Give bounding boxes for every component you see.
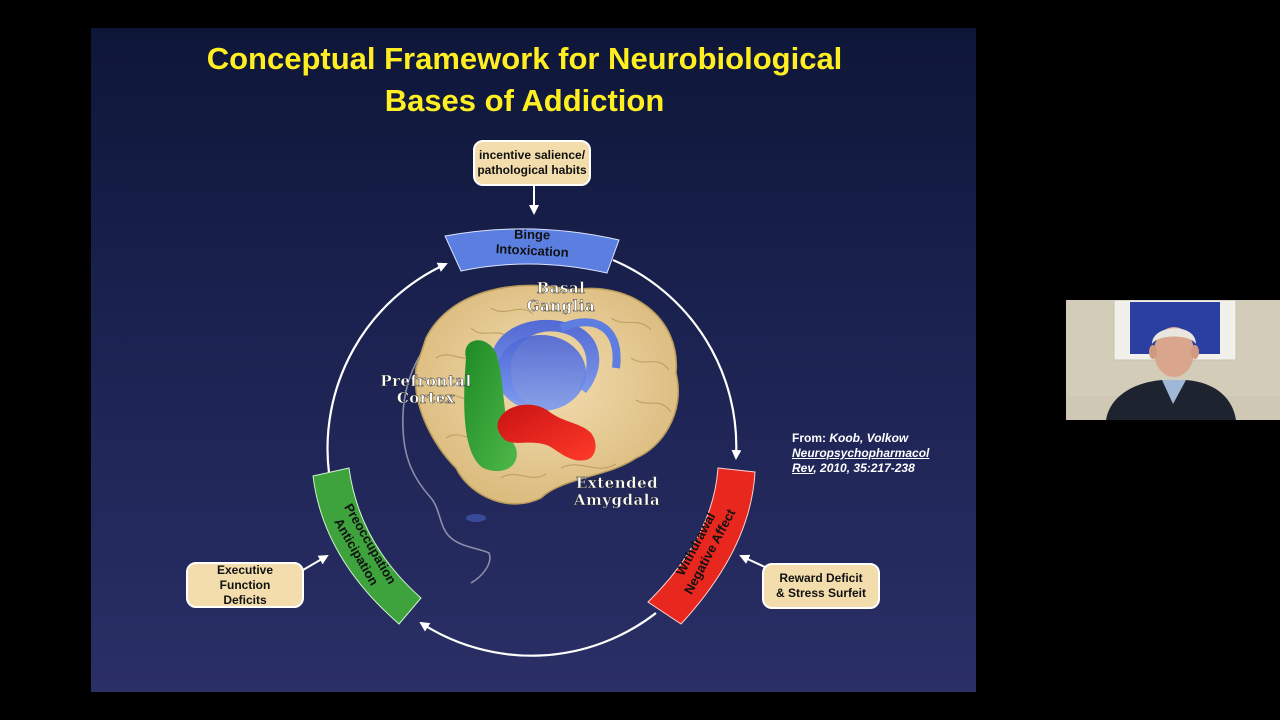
title-line-1: Conceptual Framework for Neurobiological xyxy=(206,41,843,76)
box-reward-line1: Reward Deficit xyxy=(779,571,863,585)
citation: From: Koob, Volkow Neuropsychopharmacol … xyxy=(792,431,929,476)
brain-illustration: Basal Ganglia Prefrontal Cortex Extended… xyxy=(380,279,679,584)
label-amygdala: Amygdala xyxy=(573,491,660,509)
presenter-image xyxy=(1066,300,1280,420)
stage-withdrawal: Withdrawal Negative Affect xyxy=(647,467,756,625)
label-cortex: Cortex xyxy=(397,389,456,407)
citation-journal: Neuropsychopharmacol xyxy=(792,446,930,460)
stage-binge-line2: Intoxication xyxy=(495,241,569,260)
label-prefrontal: Prefrontal xyxy=(380,372,471,390)
presenter-video[interactable] xyxy=(1066,300,1280,420)
presentation-slide: Conceptual Framework for Neurobiological… xyxy=(91,28,976,692)
box-executive-line1: Executive xyxy=(216,562,274,577)
stage-preoccupation: Preoccupation Anticipation xyxy=(312,467,422,625)
stage-binge: Binge Intoxication xyxy=(444,227,620,274)
box-executive-line2: Function xyxy=(219,577,271,592)
cycle-arrows xyxy=(326,258,742,657)
citation-journal-abbrev: Rev xyxy=(792,461,814,475)
citation-from: From: xyxy=(792,431,830,445)
label-extended: Extended xyxy=(576,474,658,492)
arrow-icon xyxy=(326,262,448,474)
citation-authors: Koob, Volkow xyxy=(829,431,909,445)
box-incentive-line1: incentive salience/ xyxy=(478,148,586,162)
citation-rest: , 2010, 35:217-238 xyxy=(813,461,915,475)
face-profile xyxy=(402,327,491,584)
title-line-2: Bases of Addiction xyxy=(384,83,665,118)
arrow-icon xyxy=(612,258,742,460)
slide-title: Conceptual Framework for Neurobiological… xyxy=(91,38,976,122)
arrow-icon xyxy=(739,554,768,569)
box-arrows xyxy=(302,186,768,571)
box-executive-line3: Deficits xyxy=(223,592,267,607)
label-ganglia: Ganglia xyxy=(527,297,596,315)
box-reward-line2: & Stress Surfeit xyxy=(775,586,867,600)
arrow-icon xyxy=(302,554,329,571)
box-reward-deficit: Reward Deficit& Stress Surfeit xyxy=(762,563,880,609)
box-incentive-salience: incentive salience/pathological habits xyxy=(473,140,591,186)
addiction-cycle-diagram: Basal Ganglia Prefrontal Cortex Extended… xyxy=(302,186,768,657)
box-incentive-line2: pathological habits xyxy=(477,163,587,177)
stage-binge-line1: Binge xyxy=(514,227,550,243)
arrow-icon xyxy=(419,612,657,657)
eye-icon xyxy=(466,514,486,522)
label-basal: Basal xyxy=(537,279,586,297)
